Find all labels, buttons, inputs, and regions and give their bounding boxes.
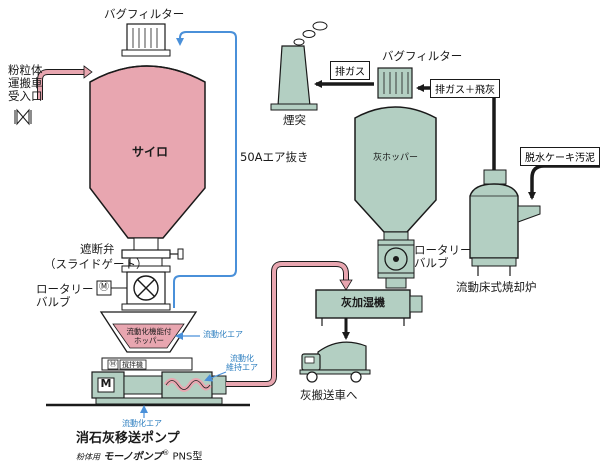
fluidizing-air-bottom-label: 流動化エア xyxy=(122,419,162,428)
chimney xyxy=(277,45,311,107)
rotary-valve-right-line-1: ロータリー xyxy=(414,243,472,257)
shutoff-valve-label-line-2: （スライドゲート） xyxy=(44,257,148,271)
fluidizing-maintain-air-line-2: 維持エア xyxy=(226,363,258,373)
rotary-valve-left-line-1: ロータリー xyxy=(36,282,94,296)
agitator-label: 撹拌機 xyxy=(122,361,143,369)
air-vent-line xyxy=(173,31,237,308)
dewatered-sludge-label: 脱水ケーキ汚泥 xyxy=(520,147,600,166)
pump-title: 消石灰移送ポンプ xyxy=(76,431,180,446)
shutoff-valve-label-line-1: 遮断弁 xyxy=(80,242,115,256)
pump-subtitle-prefix: 粉体用 xyxy=(76,452,100,462)
exhaust-gas-label: 排ガス xyxy=(330,61,370,80)
pump-model: PNS型 xyxy=(169,451,203,463)
silo-label: サイロ xyxy=(132,145,169,159)
ash-truck-icon xyxy=(299,341,371,383)
right-bag-filter xyxy=(377,67,413,99)
rotary-valve-right-line-2: バルブ xyxy=(414,256,449,271)
inlet-label-line-2: 運搬車 xyxy=(8,76,43,91)
chimney-label: 煙突 xyxy=(283,113,306,127)
inlet-label-line-1: 粉粒体 xyxy=(8,63,43,77)
incinerator xyxy=(469,183,519,259)
ash-humidifier xyxy=(315,289,411,319)
hopper-label-line-2: ホッパー xyxy=(134,335,164,345)
ash-hopper-label: 灰ホッパー xyxy=(373,153,419,163)
silo-bag-filter-label: バグフィルター xyxy=(104,7,185,21)
rotary-valve-left-label: ロータリー バルブ xyxy=(36,282,94,310)
pump-brand: モーノポンプ xyxy=(103,451,163,463)
to-ash-truck-label: 灰搬送車へ xyxy=(300,388,358,402)
rotary-valve-right-label: ロータリー バルブ xyxy=(414,243,472,271)
fluidizing-air-hopper-label: 流動化エア xyxy=(203,330,243,339)
rotary-motor-symbol: Ⓜ xyxy=(99,282,109,293)
inlet-label-line-3: 受入口 xyxy=(8,89,43,104)
main-motor-label: M xyxy=(100,377,112,390)
agitator-motor-symbol: Ⓜ xyxy=(109,360,117,368)
hopper-label-line-1: 流動化機能付 xyxy=(126,327,172,336)
inlet-valve-icon xyxy=(14,108,32,126)
fluidizing-maintain-air-line-1: 流動化 xyxy=(230,354,254,363)
fluidizing-maintain-air-label: 流動化 維持エア xyxy=(226,354,258,372)
inlet-label: 粉粒体 運搬車 受入口 xyxy=(8,63,43,104)
incinerator-label: 流動床式焼却炉 xyxy=(456,280,537,294)
ash-humidifier-label: 灰加湿機 xyxy=(341,296,385,309)
rotary-valve-left-line-2: バルブ xyxy=(36,295,71,310)
exhaust-fly-ash-label: 排ガス＋飛灰 xyxy=(430,79,500,98)
right-bag-filter-label: バグフィルター xyxy=(382,49,463,63)
pump-registered: ® xyxy=(162,449,170,457)
air-vent-label: 50Aエア抜き xyxy=(240,150,309,164)
ash-hopper xyxy=(354,106,437,233)
hopper-label: 流動化機能付 ホッパー xyxy=(114,327,184,345)
pump-subtitle: 粉体用 モーノポンプ® PNS型 xyxy=(76,449,202,463)
